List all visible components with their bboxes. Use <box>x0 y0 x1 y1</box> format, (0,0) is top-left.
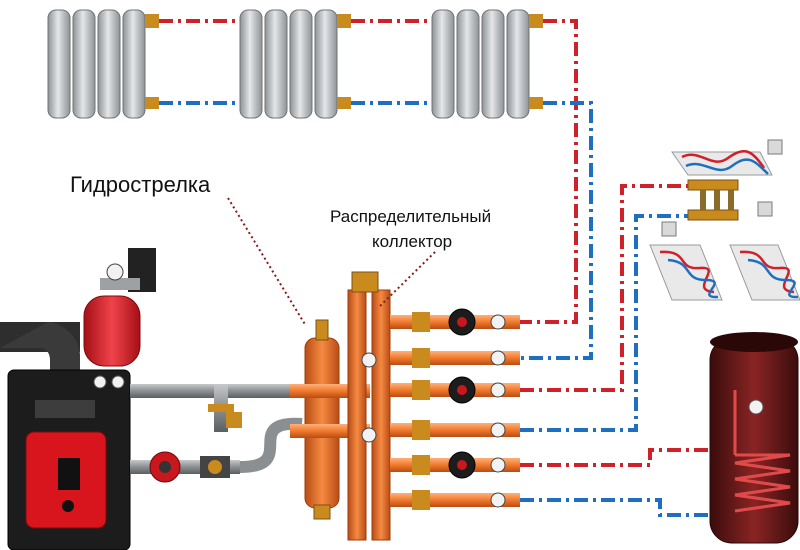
floor-heating-manifold <box>687 179 739 221</box>
collector-thermometer-icon <box>361 427 377 443</box>
radiator-3 <box>431 9 543 119</box>
radiator-valve-top <box>337 14 351 28</box>
indirect-water-heater-icon <box>709 332 799 544</box>
collector-label-line1: Распределительный <box>330 207 491 226</box>
circuit-radiators <box>390 308 520 368</box>
flex-hose <box>239 417 303 473</box>
separator-air-vent <box>315 319 329 341</box>
radiator-supply-line <box>159 19 578 324</box>
pressure-gauge-icon <box>106 263 124 281</box>
room-thermostat-3 <box>661 221 677 237</box>
ball-valve <box>412 455 430 475</box>
boiler-gauge-icon <box>111 375 125 389</box>
pressure-gauge-icon <box>490 422 506 438</box>
ball-valve <box>412 380 430 400</box>
water-heater <box>709 332 799 544</box>
pressure-gauge-icon <box>490 382 506 398</box>
room-thermostat-1 <box>767 139 783 155</box>
expansion-tank-icon <box>83 295 141 367</box>
pressure-gauge-icon <box>490 457 506 473</box>
pressure-gauge-icon <box>490 492 506 508</box>
radiator-icon <box>239 9 338 119</box>
thermometer-icon <box>748 399 764 415</box>
boiler-pump <box>149 451 181 483</box>
underfloor-heating <box>649 139 800 301</box>
pressure-gauge-icon <box>490 350 506 366</box>
floor-heating-return-line <box>520 214 690 432</box>
water-heater-return-line <box>520 498 710 517</box>
circulation-pump-icon <box>448 308 476 336</box>
circuit-floor-heating <box>390 376 520 440</box>
collector-label-line2: коллектор <box>372 232 452 251</box>
radiator-return-line <box>159 101 593 360</box>
room-thermostat-2 <box>757 201 773 217</box>
circulation-pump-icon <box>149 451 181 483</box>
ball-valve <box>412 348 430 368</box>
hydro-label-leader <box>227 197 307 327</box>
gas-boiler-icon <box>7 369 131 550</box>
three-way-valve-head <box>208 460 222 474</box>
expansion-tank <box>83 248 156 367</box>
circuit-water-heater <box>390 451 520 510</box>
collector-air-vent <box>351 271 379 293</box>
circulation-pump-icon <box>448 451 476 479</box>
distribution-collector <box>347 271 391 541</box>
radiator-2 <box>239 9 351 119</box>
radiator-valve-top <box>145 14 159 28</box>
air-vent <box>226 412 242 428</box>
radiator-valve-bottom <box>529 97 543 109</box>
radiator-icon <box>47 9 146 119</box>
radiator-valve-top <box>529 14 543 28</box>
water-heater-supply-line <box>520 448 710 467</box>
ball-valve <box>412 490 430 510</box>
radiator-valve-bottom <box>337 97 351 109</box>
underfloor-heating-loop-icon <box>649 149 800 301</box>
boiler-gauge-icon <box>93 375 107 389</box>
radiator-valve-bottom <box>145 97 159 109</box>
hydro-separator-label: Гидрострелка <box>70 172 211 197</box>
ball-valve <box>412 420 430 440</box>
hydraulic-separator <box>304 319 340 520</box>
pressure-gauge-icon <box>490 314 506 330</box>
circulation-pump-icon <box>448 376 476 404</box>
radiator-1 <box>47 9 159 119</box>
radiator-icon <box>431 9 530 119</box>
separator-drain-valve <box>313 504 331 520</box>
ball-valve <box>412 312 430 332</box>
collector-label-leader <box>379 251 436 307</box>
safety-valve <box>208 404 234 412</box>
collector-thermometer-icon <box>361 352 377 368</box>
boiler <box>0 322 131 550</box>
